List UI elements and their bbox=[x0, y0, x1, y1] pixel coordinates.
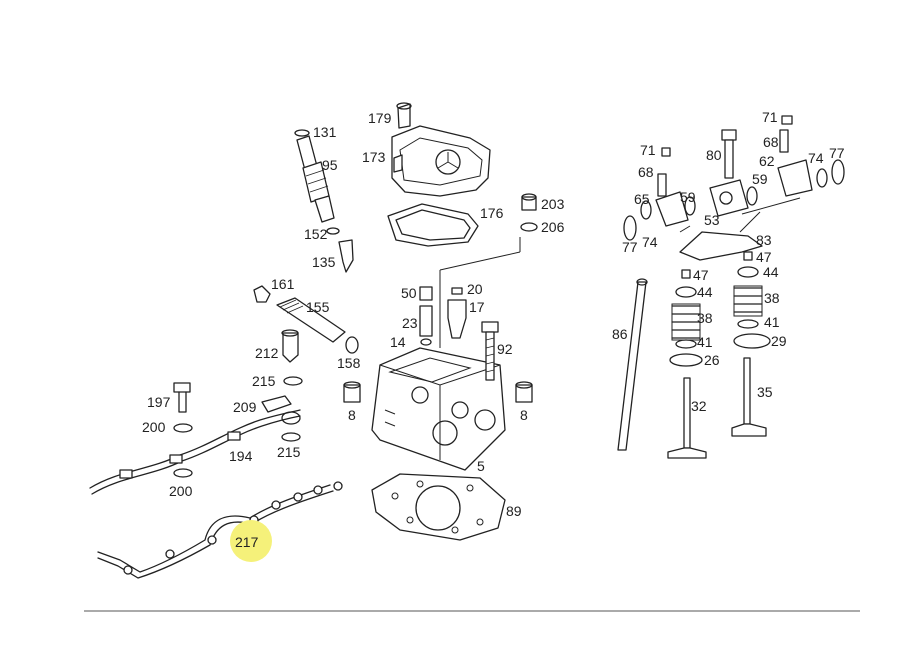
label-23: 23 bbox=[402, 315, 418, 331]
label-86: 86 bbox=[612, 326, 628, 342]
label-158: 158 bbox=[337, 355, 361, 371]
label-41a: 41 bbox=[697, 334, 713, 350]
label-200a: 200 bbox=[142, 419, 166, 435]
label-53: 53 bbox=[704, 212, 720, 228]
label-217: 217 bbox=[235, 534, 259, 550]
highlight-circle bbox=[230, 520, 272, 562]
label-14: 14 bbox=[390, 334, 406, 350]
label-47b: 47 bbox=[756, 249, 772, 265]
label-8b: 8 bbox=[520, 407, 528, 423]
pipe-fitting-group[interactable] bbox=[253, 285, 359, 354]
label-173: 173 bbox=[362, 149, 386, 165]
label-155: 155 bbox=[306, 299, 330, 315]
label-212: 212 bbox=[255, 345, 279, 361]
intake-valve[interactable] bbox=[667, 377, 707, 459]
rocker-assembly[interactable] bbox=[623, 115, 845, 261]
label-71b: 71 bbox=[762, 109, 778, 125]
label-35: 35 bbox=[757, 384, 773, 400]
label-59a: 59 bbox=[680, 189, 696, 205]
valve-spring-set-right[interactable] bbox=[733, 251, 771, 349]
label-135: 135 bbox=[312, 254, 336, 270]
valve-spring-set-left[interactable] bbox=[669, 269, 703, 367]
label-38b: 38 bbox=[764, 290, 780, 306]
label-26: 26 bbox=[704, 352, 720, 368]
exhaust-valve[interactable] bbox=[731, 357, 767, 437]
label-200b: 200 bbox=[169, 483, 193, 499]
label-50: 50 bbox=[401, 285, 417, 301]
label-68b: 68 bbox=[763, 134, 779, 150]
label-215b: 215 bbox=[277, 444, 301, 460]
valve-cover[interactable] bbox=[391, 102, 491, 197]
cylinder-head[interactable] bbox=[371, 347, 506, 471]
label-194: 194 bbox=[229, 448, 253, 464]
label-152: 152 bbox=[304, 226, 328, 242]
label-32: 32 bbox=[691, 398, 707, 414]
label-215a: 215 bbox=[252, 373, 276, 389]
label-5: 5 bbox=[477, 458, 485, 474]
label-44a: 44 bbox=[697, 284, 713, 300]
label-92: 92 bbox=[497, 341, 513, 357]
label-206: 206 bbox=[541, 219, 565, 235]
head-bolt[interactable] bbox=[481, 321, 499, 381]
label-41b: 41 bbox=[764, 314, 780, 330]
label-161: 161 bbox=[271, 276, 295, 292]
label-83: 83 bbox=[756, 232, 772, 248]
label-131: 131 bbox=[313, 124, 337, 140]
label-20: 20 bbox=[467, 281, 483, 297]
label-74b: 74 bbox=[808, 150, 824, 166]
label-209: 209 bbox=[233, 399, 257, 415]
plug-and-seal[interactable] bbox=[520, 193, 538, 232]
label-62: 62 bbox=[759, 153, 775, 169]
label-95: 95 bbox=[322, 157, 338, 173]
label-179: 179 bbox=[368, 110, 392, 126]
label-77b: 77 bbox=[829, 145, 845, 161]
sealing-cups[interactable] bbox=[343, 381, 533, 403]
pushrod[interactable] bbox=[617, 281, 647, 451]
label-74a: 74 bbox=[642, 234, 658, 250]
label-59b: 59 bbox=[752, 171, 768, 187]
label-176: 176 bbox=[480, 205, 504, 221]
leak-off-line[interactable] bbox=[97, 481, 343, 579]
label-38a: 38 bbox=[697, 310, 713, 326]
label-80: 80 bbox=[706, 147, 722, 163]
leader-line bbox=[439, 237, 521, 348]
label-89: 89 bbox=[506, 503, 522, 519]
guide-parts[interactable] bbox=[419, 286, 467, 346]
label-77a: 77 bbox=[622, 239, 638, 255]
return-line-group[interactable] bbox=[89, 382, 301, 495]
label-29: 29 bbox=[771, 333, 787, 349]
valve-cover-gasket[interactable] bbox=[387, 203, 479, 247]
label-68a: 68 bbox=[638, 164, 654, 180]
label-47a: 47 bbox=[693, 267, 709, 283]
label-17: 17 bbox=[469, 299, 485, 315]
part-labels: 179 173 131 95 152 135 176 203 206 161 1… bbox=[142, 109, 845, 550]
injector-assembly[interactable] bbox=[294, 129, 354, 273]
label-197: 197 bbox=[147, 394, 171, 410]
head-gasket[interactable] bbox=[371, 473, 506, 541]
label-203: 203 bbox=[541, 196, 565, 212]
label-71a: 71 bbox=[640, 142, 656, 158]
label-65: 65 bbox=[634, 191, 650, 207]
label-44b: 44 bbox=[763, 264, 779, 280]
label-8a: 8 bbox=[348, 407, 356, 423]
banjo-group[interactable] bbox=[261, 329, 303, 442]
